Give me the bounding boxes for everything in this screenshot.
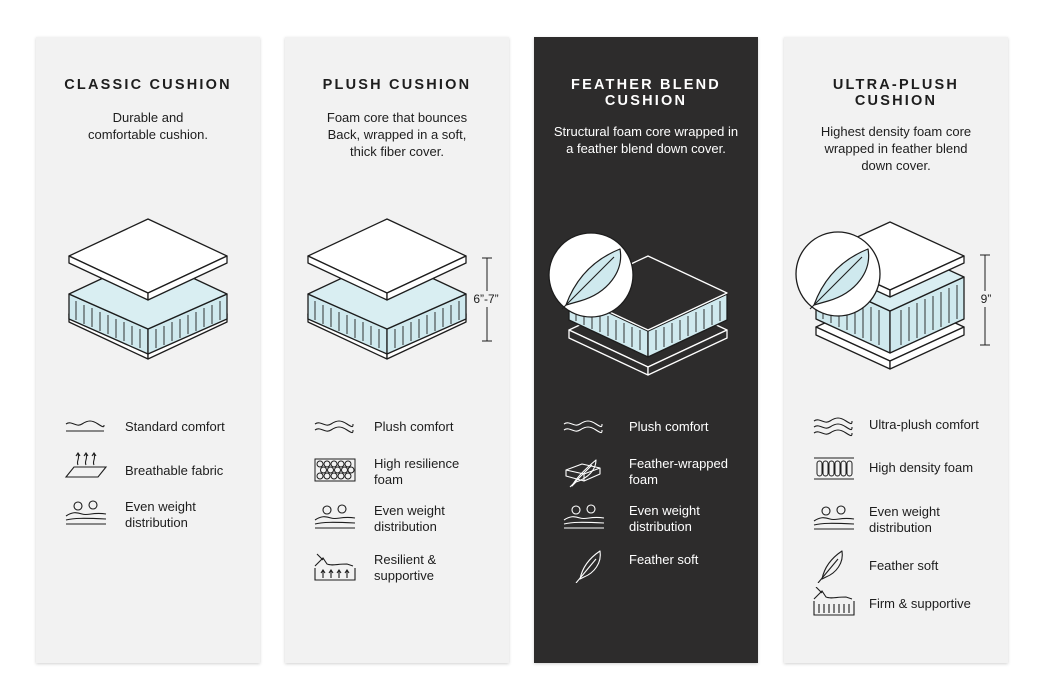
card-description: Durable and comfortable cushion. — [88, 110, 208, 142]
feature-feather-wrapped-foam: Feather-wrapped foam — [534, 456, 758, 496]
feather-icon — [575, 550, 601, 583]
feature-even-weight: Even weight distribution — [36, 499, 260, 539]
feature-breathable-fabric: Breathable fabric — [36, 452, 260, 493]
feature-label: Resilient & supportive — [374, 552, 437, 583]
firm-hand-icon — [813, 587, 855, 616]
weight-distribution-icon — [813, 505, 855, 530]
feature-label: Even weight distribution — [374, 503, 445, 534]
cushion-layers-illustration: 6”-7” — [307, 218, 504, 360]
card-description: Highest density foam core wrapped in fea… — [820, 124, 972, 173]
feature-label: Feather soft — [869, 558, 939, 573]
card-description: Foam core that bounces Back, wrapped in … — [326, 110, 468, 159]
card-ultra-plush-cushion: ULTRA-PLUSH CUSHION Highest density foam… — [784, 37, 1008, 663]
card-title: ULTRA-PLUSH CUSHION — [832, 77, 960, 109]
feature-label: High resilience foam — [374, 456, 460, 487]
feather-wrapped-foam-icon — [565, 459, 601, 488]
cushion-layers-illustration — [68, 218, 228, 360]
feature-label: High density foam — [869, 460, 974, 475]
feature-even-weight: Even weight distribution — [784, 504, 1008, 544]
card-feather-blend-cushion: FEATHER BLEND CUSHION Structural foam co… — [534, 37, 758, 663]
card-title: PLUSH CUSHION — [322, 77, 472, 93]
feature-label: Plush comfort — [374, 419, 454, 434]
weight-distribution-icon — [563, 504, 605, 529]
feature-firm-supportive: Firm & supportive — [784, 587, 1008, 627]
feather-icon — [817, 550, 843, 583]
feature-label: Even weight distribution — [629, 503, 700, 534]
feature-ultra-plush-comfort: Ultra-plush comfort — [784, 417, 1008, 457]
dimension-label: 9” — [981, 292, 992, 306]
dimension-label: 6”-7” — [473, 292, 498, 306]
breathable-fabric-icon — [64, 452, 108, 478]
feature-label: Even weight distribution — [869, 504, 940, 535]
card-title: CLASSIC CUSHION — [64, 77, 232, 93]
feature-label: Feather-wrapped foam — [629, 456, 728, 487]
feature-resilient-supportive: Resilient & supportive — [285, 552, 509, 592]
card-plush-cushion: PLUSH CUSHION Foam core that bounces Bac… — [285, 37, 509, 663]
wave-icon — [65, 420, 105, 432]
honeycomb-foam-icon — [314, 458, 356, 482]
high-density-foam-icon — [814, 457, 854, 480]
feature-label: Plush comfort — [629, 419, 709, 434]
cushion-layers-illustration — [548, 232, 728, 376]
feature-label: Breathable fabric — [125, 463, 224, 478]
feature-plush-comfort: Plush comfort — [285, 419, 509, 459]
weight-distribution-icon — [314, 504, 356, 529]
feather-badge — [548, 232, 634, 318]
feature-label: Ultra-plush comfort — [869, 417, 979, 432]
feature-even-weight: Even weight distribution — [534, 503, 758, 543]
feather-badge — [795, 231, 881, 317]
feature-plush-comfort: Plush comfort — [534, 419, 758, 459]
resilient-hand-icon — [314, 553, 356, 581]
feature-label: Feather soft — [629, 552, 699, 567]
feature-label: Even weight distribution — [125, 499, 196, 530]
cushion-layers-illustration: 9” — [795, 221, 998, 370]
feature-feather-soft: Feather soft — [784, 549, 1008, 589]
feature-label: Firm & supportive — [869, 596, 971, 611]
card-description: Structural foam core wrapped in a feathe… — [553, 124, 739, 156]
feature-high-density-foam: High density foam — [784, 456, 1008, 496]
feature-even-weight: Even weight distribution — [285, 503, 509, 543]
card-classic-cushion: CLASSIC CUSHION Durable and comfortable … — [36, 37, 260, 663]
triple-wave-icon — [813, 417, 853, 437]
double-wave-icon — [314, 420, 354, 434]
weight-distribution-icon — [65, 500, 107, 525]
feature-standard-comfort: Standard comfort — [36, 419, 260, 459]
feature-label: Standard comfort — [125, 419, 225, 434]
feature-high-resilience-foam: High resilience foam — [285, 456, 509, 496]
card-title: FEATHER BLEND CUSHION — [571, 77, 721, 109]
feature-feather-soft: Feather soft — [534, 549, 758, 589]
double-wave-icon — [563, 420, 603, 434]
